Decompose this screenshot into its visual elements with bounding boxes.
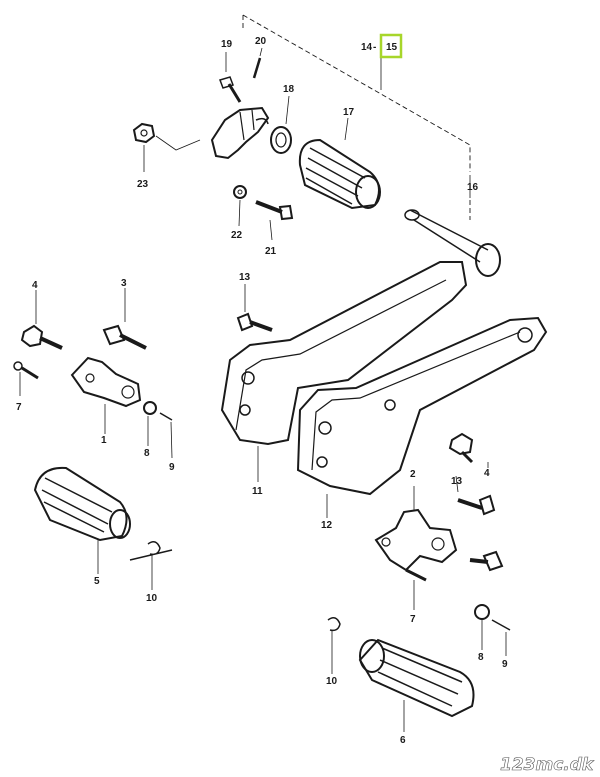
label-7-right: 7 bbox=[410, 614, 416, 625]
label-17: 17 bbox=[343, 107, 355, 118]
bolt-19 bbox=[219, 76, 242, 103]
clip-10-right bbox=[327, 617, 341, 632]
label-5: 5 bbox=[94, 576, 100, 587]
washer-8-right bbox=[474, 604, 490, 620]
hanger-bracket-12 bbox=[296, 316, 548, 496]
label-8-left: 8 bbox=[144, 448, 150, 459]
label-6: 6 bbox=[400, 735, 406, 746]
label-9-right: 9 bbox=[502, 659, 508, 670]
peg-bracket bbox=[210, 106, 270, 160]
washer-8-left bbox=[143, 401, 157, 415]
part-labels: 19 20 14 - 15 18 17 16 23 22 21 13 4 3 7… bbox=[16, 33, 508, 746]
pin-7-left bbox=[13, 361, 39, 380]
pivot-shaft-16 bbox=[404, 209, 501, 277]
clevis-1-left bbox=[70, 356, 142, 408]
label-9-left: 9 bbox=[169, 462, 175, 473]
label-16: 16 bbox=[467, 182, 479, 193]
label-14: 14 bbox=[361, 42, 373, 53]
cotter-pin-9-left bbox=[159, 412, 173, 421]
label-10-right: 10 bbox=[326, 676, 338, 687]
bolt-4-right bbox=[448, 432, 474, 464]
washer-22 bbox=[233, 185, 247, 199]
label-15: 15 bbox=[386, 42, 398, 53]
label-21: 21 bbox=[265, 246, 277, 257]
label-7-left: 7 bbox=[16, 402, 22, 413]
nut-23 bbox=[132, 122, 201, 151]
label-11: 11 bbox=[252, 486, 263, 497]
washer-18 bbox=[270, 126, 292, 154]
label-1: 1 bbox=[101, 435, 107, 446]
hanger-bracket-11 bbox=[220, 261, 468, 446]
label-23: 23 bbox=[137, 179, 149, 190]
svg-text:-: - bbox=[373, 42, 376, 53]
label-4-right: 4 bbox=[484, 468, 490, 479]
bolt-3-left bbox=[102, 324, 147, 350]
label-13-right: 13 bbox=[451, 476, 463, 487]
footpeg-5-left bbox=[33, 466, 131, 542]
leader-lines bbox=[19, 47, 507, 732]
label-22: 22 bbox=[231, 230, 243, 241]
clevis-2-right bbox=[374, 508, 458, 572]
label-19: 19 bbox=[221, 39, 233, 50]
label-2: 2 bbox=[410, 469, 416, 480]
clip-10-left bbox=[129, 541, 173, 561]
bolt-21 bbox=[255, 200, 294, 221]
label-8-right: 8 bbox=[478, 652, 484, 663]
cotter-pin-9-right bbox=[491, 619, 511, 631]
label-3-left: 3 bbox=[121, 278, 127, 289]
pin-20 bbox=[252, 57, 262, 79]
bolt-13-right bbox=[457, 494, 496, 516]
bolt-4-left bbox=[20, 324, 63, 350]
highlight-box-15 bbox=[379, 33, 403, 59]
footpeg-6-right bbox=[358, 638, 475, 718]
label-20: 20 bbox=[255, 36, 267, 47]
label-4-left: 4 bbox=[32, 280, 38, 291]
watermark: 123mc.dk bbox=[500, 755, 595, 775]
bolt-13-upper bbox=[236, 312, 273, 332]
label-13-upper: 13 bbox=[239, 272, 251, 283]
label-18: 18 bbox=[283, 84, 295, 95]
bolt-3-right bbox=[469, 550, 504, 572]
label-10-left: 10 bbox=[146, 593, 158, 604]
label-12: 12 bbox=[321, 520, 333, 531]
pin-7-right bbox=[405, 568, 427, 582]
footpeg-rubber-17 bbox=[298, 138, 381, 210]
